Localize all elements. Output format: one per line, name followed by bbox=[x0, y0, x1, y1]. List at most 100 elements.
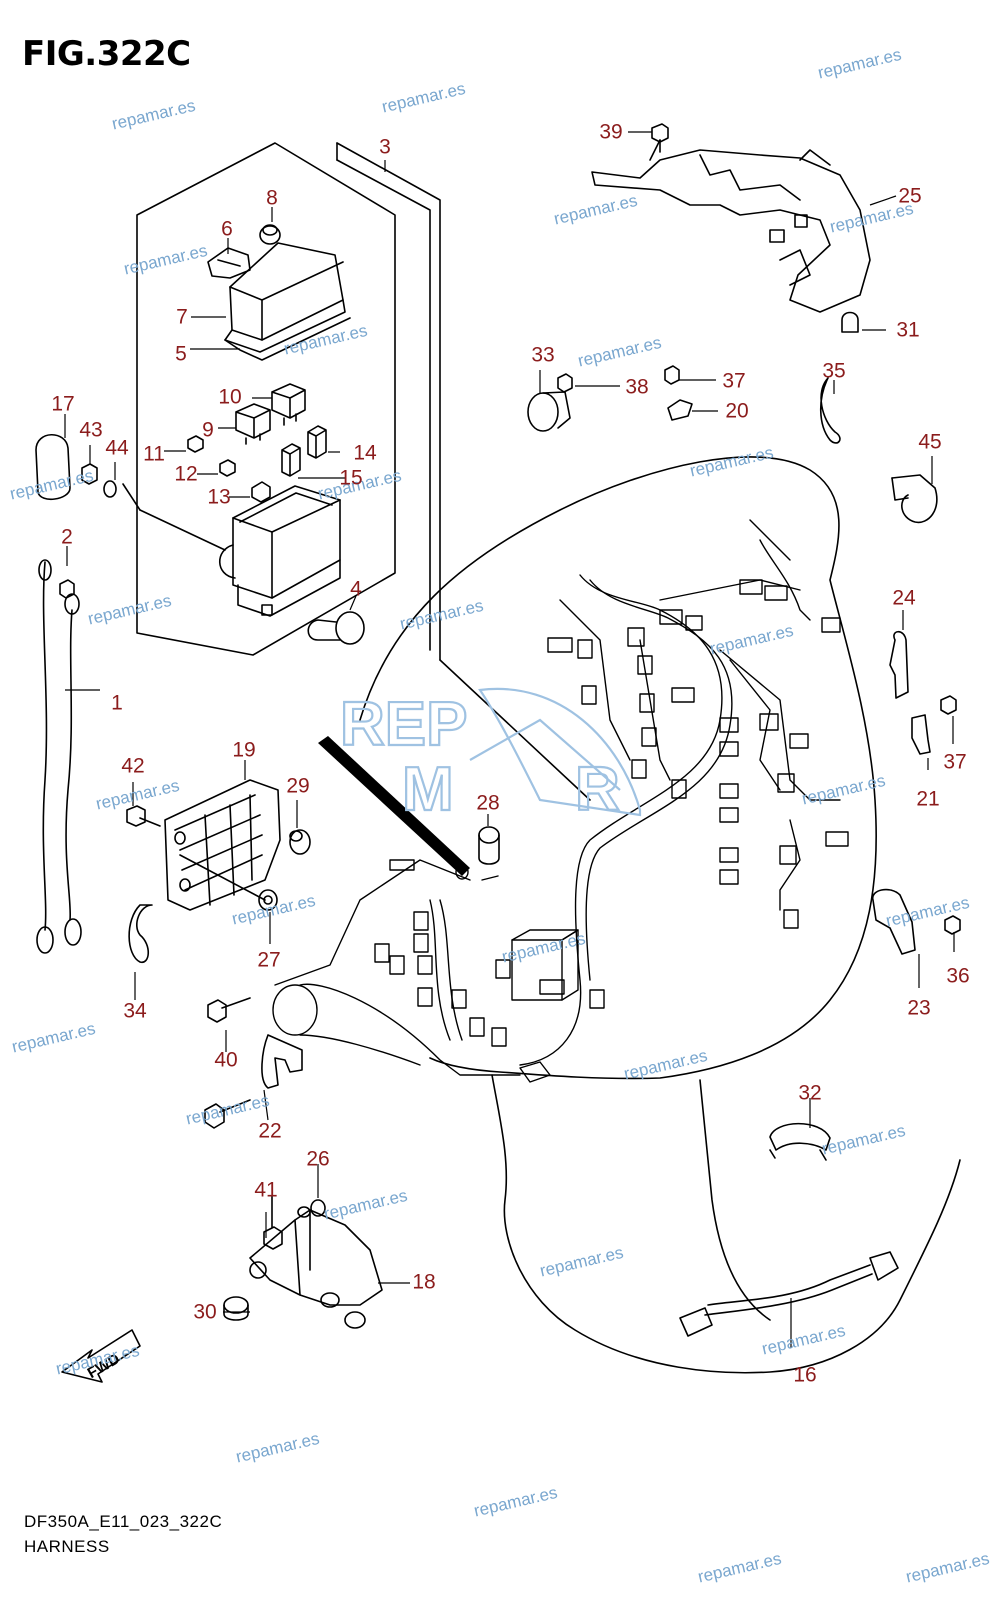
clip-32 bbox=[769, 1122, 831, 1161]
bracket-20 bbox=[667, 399, 693, 421]
fuse-15 bbox=[281, 443, 301, 477]
bolt-37-top bbox=[664, 365, 680, 385]
fwd-arrow-icon bbox=[61, 1329, 141, 1383]
part-callout-43: 43 bbox=[79, 418, 103, 442]
part-callout-37-right: 37 bbox=[943, 750, 967, 774]
nut-2 bbox=[59, 579, 75, 599]
part-callout-34: 34 bbox=[123, 999, 147, 1023]
part-callout-25: 25 bbox=[898, 184, 922, 208]
indicator-arrow bbox=[318, 736, 470, 876]
figure-code: DF350A_E11_023_322C bbox=[24, 1512, 223, 1531]
part-callout-26: 26 bbox=[306, 1147, 330, 1171]
part-callout-9: 9 bbox=[202, 418, 214, 442]
part-callout-17: 17 bbox=[51, 392, 75, 416]
main-harness bbox=[519, 519, 849, 1066]
part-callout-6: 6 bbox=[221, 217, 233, 241]
harness-bracket-25 bbox=[591, 139, 871, 313]
tie-35 bbox=[819, 377, 841, 444]
part-callout-32: 32 bbox=[798, 1081, 822, 1105]
fuse-12 bbox=[219, 459, 236, 477]
part-callout-21: 21 bbox=[916, 787, 940, 811]
relay-10 bbox=[271, 383, 306, 426]
part-callout-7: 7 bbox=[176, 305, 188, 329]
part-callout-35: 35 bbox=[822, 359, 846, 383]
part-callout-22: 22 bbox=[258, 1119, 282, 1143]
part-callout-13: 13 bbox=[207, 485, 231, 509]
part-callout-19: 19 bbox=[232, 738, 256, 762]
fusebox-panel-back bbox=[336, 142, 441, 661]
washer-27 bbox=[258, 889, 278, 911]
clamp-33 bbox=[527, 391, 571, 432]
fusebox-cover bbox=[224, 242, 351, 361]
bracket-22 bbox=[261, 1034, 303, 1089]
part-callout-27: 27 bbox=[257, 948, 281, 972]
bolt-40 bbox=[207, 997, 251, 1023]
part-callout-38: 38 bbox=[625, 375, 649, 399]
part-callout-12: 12 bbox=[174, 462, 198, 486]
grommet-30 bbox=[223, 1296, 249, 1321]
part-callout-11: 11 bbox=[143, 442, 165, 466]
grommet-4 bbox=[307, 611, 365, 645]
part-callout-24: 24 bbox=[892, 586, 916, 610]
bolt-39 bbox=[651, 123, 669, 153]
part-callout-45: 45 bbox=[918, 430, 942, 454]
bolt-36 bbox=[944, 915, 961, 935]
part-callout-30: 30 bbox=[193, 1300, 217, 1324]
part-callout-16: 16 bbox=[793, 1363, 817, 1387]
collar-28 bbox=[478, 826, 500, 865]
bracket-21 bbox=[911, 714, 931, 755]
repamar-logo: REP M R bbox=[339, 687, 642, 825]
part-callout-44: 44 bbox=[105, 436, 129, 460]
relay-9 bbox=[235, 403, 271, 445]
part-callout-37-top: 37 bbox=[722, 369, 746, 393]
clip-34 bbox=[128, 904, 153, 963]
part-callout-39: 39 bbox=[599, 120, 623, 144]
part-callout-5: 5 bbox=[175, 342, 187, 366]
battery-cables bbox=[36, 559, 82, 954]
part-callout-10: 10 bbox=[218, 385, 242, 409]
fusebox-panel-outline bbox=[136, 142, 396, 656]
fusebox-base bbox=[218, 485, 341, 617]
logo-text-r: R bbox=[575, 755, 620, 824]
part-callout-20: 20 bbox=[725, 399, 749, 423]
fuse-14 bbox=[307, 425, 327, 459]
cap-17 bbox=[35, 434, 71, 500]
part-callout-23: 23 bbox=[907, 996, 931, 1020]
part-callout-15: 15 bbox=[339, 466, 363, 490]
part-callout-31: 31 bbox=[896, 318, 920, 342]
part-callout-36: 36 bbox=[946, 964, 970, 988]
lower-harness bbox=[272, 859, 605, 1083]
part-callout-4: 4 bbox=[350, 577, 362, 601]
part-callout-18: 18 bbox=[412, 1270, 436, 1294]
figure-title: FIG.322C bbox=[22, 34, 191, 74]
grommet-29 bbox=[289, 829, 311, 855]
part-callout-41: 41 bbox=[254, 1178, 278, 1202]
extension-harness-16 bbox=[679, 1251, 899, 1337]
part-callout-1: 1 bbox=[111, 691, 123, 715]
grommet-8 bbox=[259, 225, 281, 245]
clamp-45 bbox=[891, 474, 938, 524]
grommet-26 bbox=[310, 1199, 326, 1217]
bracket-24 bbox=[889, 630, 909, 699]
part-callout-14: 14 bbox=[353, 441, 377, 465]
cap-31 bbox=[841, 311, 859, 333]
bolt-41 bbox=[263, 1195, 283, 1250]
part-callout-33: 33 bbox=[531, 343, 555, 367]
part-callout-28: 28 bbox=[476, 791, 500, 815]
bracket-19 bbox=[164, 779, 281, 911]
bolt-38 bbox=[557, 373, 573, 393]
logo-text-m: M bbox=[402, 755, 454, 824]
part-callout-8: 8 bbox=[266, 186, 278, 210]
fuse-13 bbox=[251, 481, 271, 503]
engine-cover-outline bbox=[359, 456, 877, 1080]
bolt-42 bbox=[126, 805, 161, 827]
part-callout-2: 2 bbox=[61, 525, 73, 549]
washer-44 bbox=[103, 480, 117, 498]
figure-description: HARNESS bbox=[24, 1537, 110, 1556]
part-callout-29: 29 bbox=[286, 774, 310, 798]
part-callout-3: 3 bbox=[379, 135, 391, 159]
bolt-37-right bbox=[940, 695, 957, 715]
bolt-22 bbox=[204, 1099, 251, 1129]
fuse-11 bbox=[187, 435, 204, 453]
